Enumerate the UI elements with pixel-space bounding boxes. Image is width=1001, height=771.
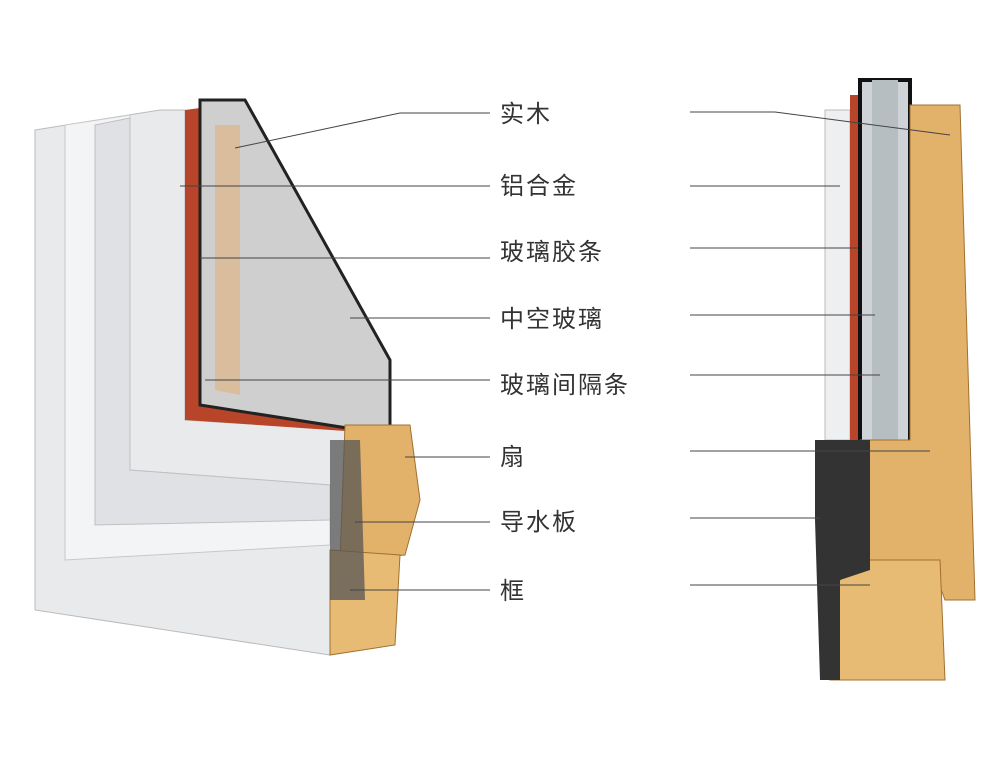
label-solid-wood: 实木 xyxy=(500,100,552,128)
label-drain-plate: 导水板 xyxy=(500,508,578,536)
gasket-strip xyxy=(850,95,860,440)
aluminum-profile xyxy=(330,440,365,600)
corner-view xyxy=(34,98,421,656)
label-glass-spacer: 玻璃间隔条 xyxy=(500,371,630,399)
glass-inner-wood xyxy=(215,125,240,395)
leader-lines xyxy=(180,111,951,591)
glass-spacer xyxy=(872,80,898,460)
label-aluminum-alloy: 铝合金 xyxy=(500,172,578,200)
wood-frame xyxy=(829,559,946,681)
label-glass-gasket: 玻璃胶条 xyxy=(500,238,604,266)
label-insulating-glass: 中空玻璃 xyxy=(500,305,604,333)
aluminum-strip xyxy=(824,109,851,441)
aluminum-profile xyxy=(815,440,870,680)
label-sash: 扇 xyxy=(500,443,526,471)
label-frame: 框 xyxy=(500,577,526,605)
cross-section-view xyxy=(815,78,976,681)
